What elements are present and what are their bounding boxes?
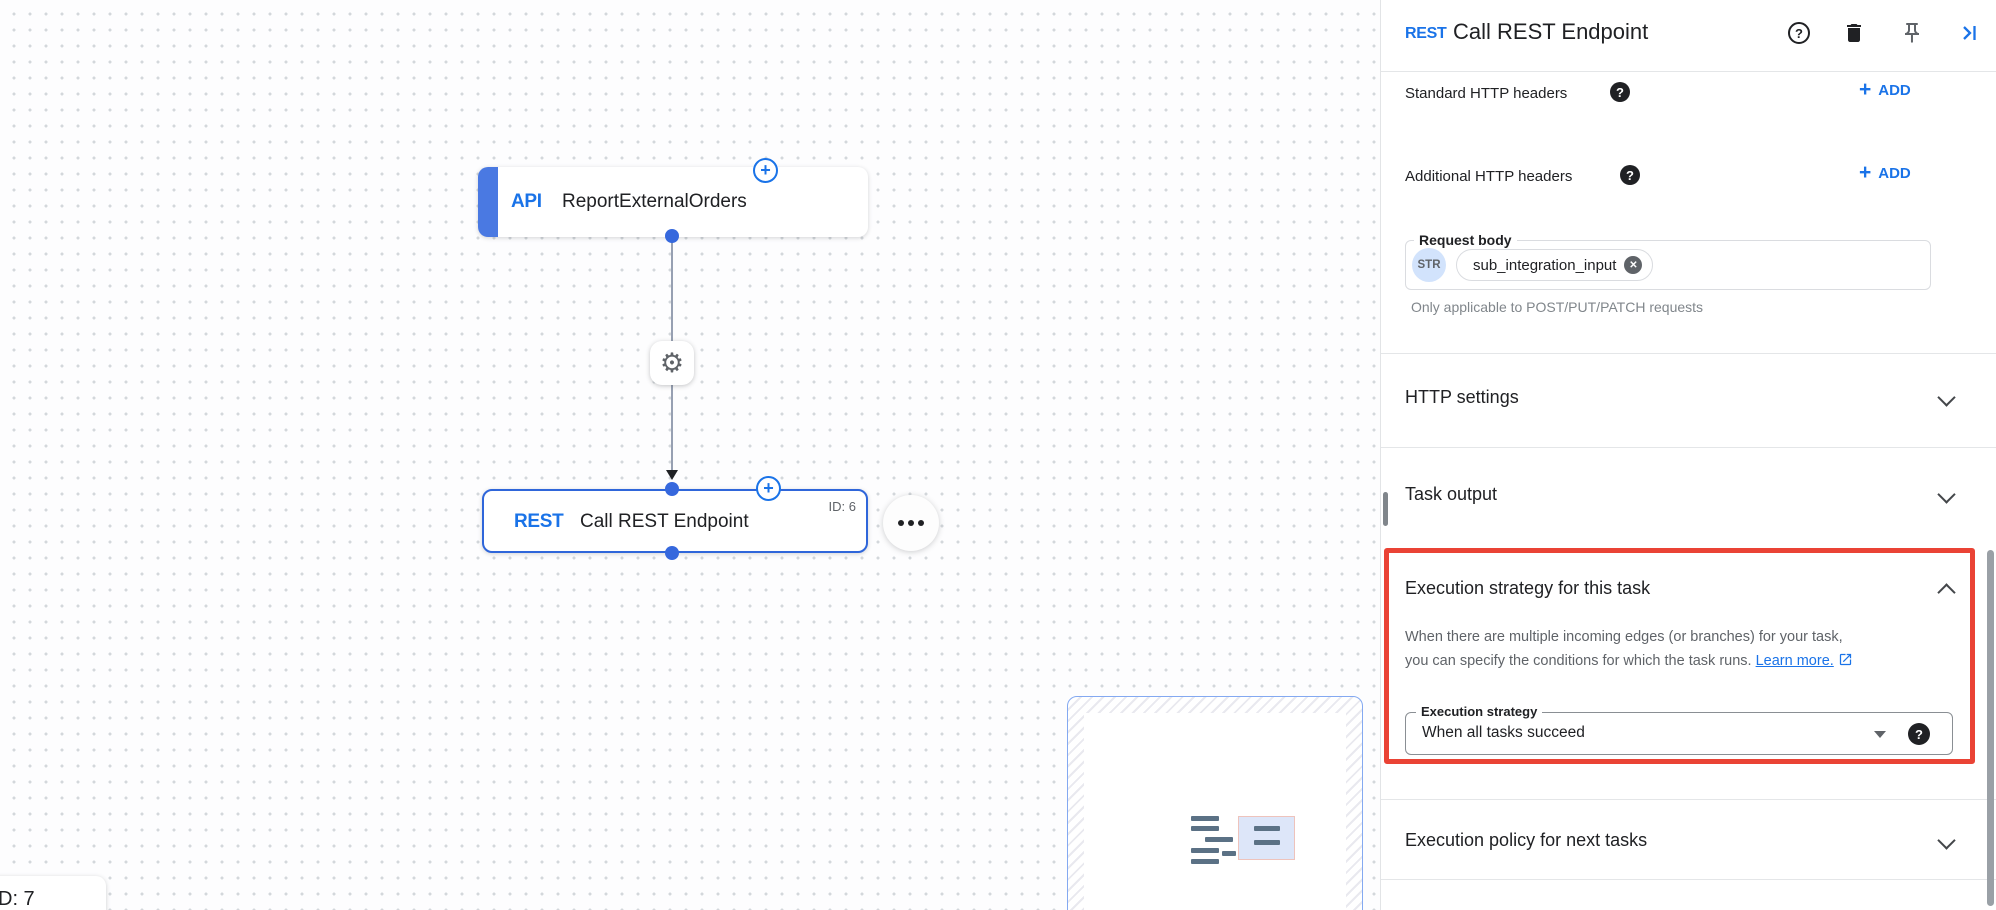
desc-text: you can specify the conditions for which… [1405,653,1752,669]
api-badge: API [511,191,542,212]
node-label: Call REST Endpoint [580,511,749,532]
pin-icon[interactable] [1900,21,1924,45]
delete-icon[interactable] [1842,21,1866,45]
divider [1381,353,1996,354]
flow-canvas[interactable]: API ReportExternalOrders REST Call REST … [0,0,1380,910]
request-body-field[interactable]: Request body STR sub_integration_input [1405,232,1931,290]
panel-scrollbar-left[interactable] [1383,492,1388,526]
node-id-label: D: 7 [0,888,35,910]
variable-name: sub_integration_input [1473,256,1617,274]
string-type-chip: STR [1412,248,1446,282]
learn-more-link[interactable]: Learn more. [1755,653,1834,669]
dot [898,520,904,526]
section-execution-policy[interactable]: Execution policy for next tasks [1381,818,1996,866]
rest-badge: REST [514,511,564,532]
section-execution-strategy[interactable]: Execution strategy for this task [1381,568,1996,612]
remove-variable-icon[interactable] [1624,256,1643,274]
section-http-settings[interactable]: HTTP settings [1381,375,1996,423]
help-icon[interactable] [1788,22,1810,44]
edge-arrowhead-icon [666,470,678,480]
external-link-icon [1839,653,1851,666]
chevron-down-icon [1937,831,1956,850]
section-label: Task output [1405,484,1498,504]
canvas-minimap[interactable] [1067,696,1363,910]
add-next-task-button[interactable] [753,158,778,183]
node-label: ReportExternalOrders [562,191,747,212]
add-button-label: ADD [1878,165,1911,182]
add-next-task-button[interactable] [756,476,781,501]
chevron-down-icon [1937,485,1956,504]
node-id-label: ID: 6 [828,499,856,514]
help-icon[interactable] [1620,165,1640,185]
dropdown-label: Execution strategy [1416,704,1543,719]
dot [918,520,924,526]
variable-chip[interactable]: sub_integration_input [1456,249,1654,281]
request-body-helper: Only applicable to POST/PUT/PATCH reques… [1411,299,1704,315]
chevron-up-icon [1937,583,1956,602]
panel-scrollbar[interactable] [1987,550,1994,906]
section-label: HTTP settings [1405,387,1519,407]
dot [908,520,914,526]
dropdown-caret-icon [1874,731,1886,738]
chevron-down-icon [1937,388,1956,407]
additional-headers-label: Additional HTTP headers [1405,168,1573,185]
rest-badge: REST [1405,25,1447,42]
node-report-external-orders[interactable]: API ReportExternalOrders [478,167,868,237]
minimap-flow-icon [1191,816,1295,868]
output-port-dot[interactable] [665,546,679,560]
section-label: Execution policy for next tasks [1405,830,1648,850]
input-port-dot[interactable] [665,482,679,496]
add-additional-header-button[interactable]: ADD [1859,164,1911,183]
node-accent-bar [478,167,498,237]
node-call-rest-endpoint[interactable]: REST Call REST Endpoint ID: 6 [482,489,868,553]
execution-strategy-desc-line1: When there are multiple incoming edges (… [1405,629,1843,645]
dropdown-value: When all tasks succeed [1422,724,1585,741]
add-standard-header-button[interactable]: ADD [1859,81,1911,100]
highlight-box [1384,548,1975,764]
help-icon[interactable] [1610,82,1630,102]
add-button-label: ADD [1878,82,1911,99]
section-label: Execution strategy for this task [1405,578,1651,598]
output-port-dot[interactable] [665,229,679,243]
section-task-output[interactable]: Task output [1381,472,1996,520]
request-body-label: Request body [1414,232,1517,248]
divider [1381,879,1996,880]
divider [1381,447,1996,448]
execution-strategy-dropdown[interactable]: Execution strategy When all tasks succee… [1405,704,1953,755]
help-icon[interactable] [1908,723,1930,745]
minimap-viewport [1084,713,1346,910]
more-options-icon[interactable] [883,495,939,551]
task-config-panel: REST Call REST Endpoint Standard HTTP he… [1380,0,1996,910]
edge-config-gear-icon[interactable] [650,341,694,385]
collapse-panel-icon[interactable] [1957,21,1981,45]
standard-headers-label: Standard HTTP headers [1405,85,1568,102]
divider [1381,71,1996,72]
panel-title: Call REST Endpoint [1453,19,1649,44]
divider [1381,799,1996,800]
execution-strategy-desc-line2: you can specify the conditions for which… [1405,649,1853,673]
partial-node-card[interactable]: D: 7 [0,876,106,910]
